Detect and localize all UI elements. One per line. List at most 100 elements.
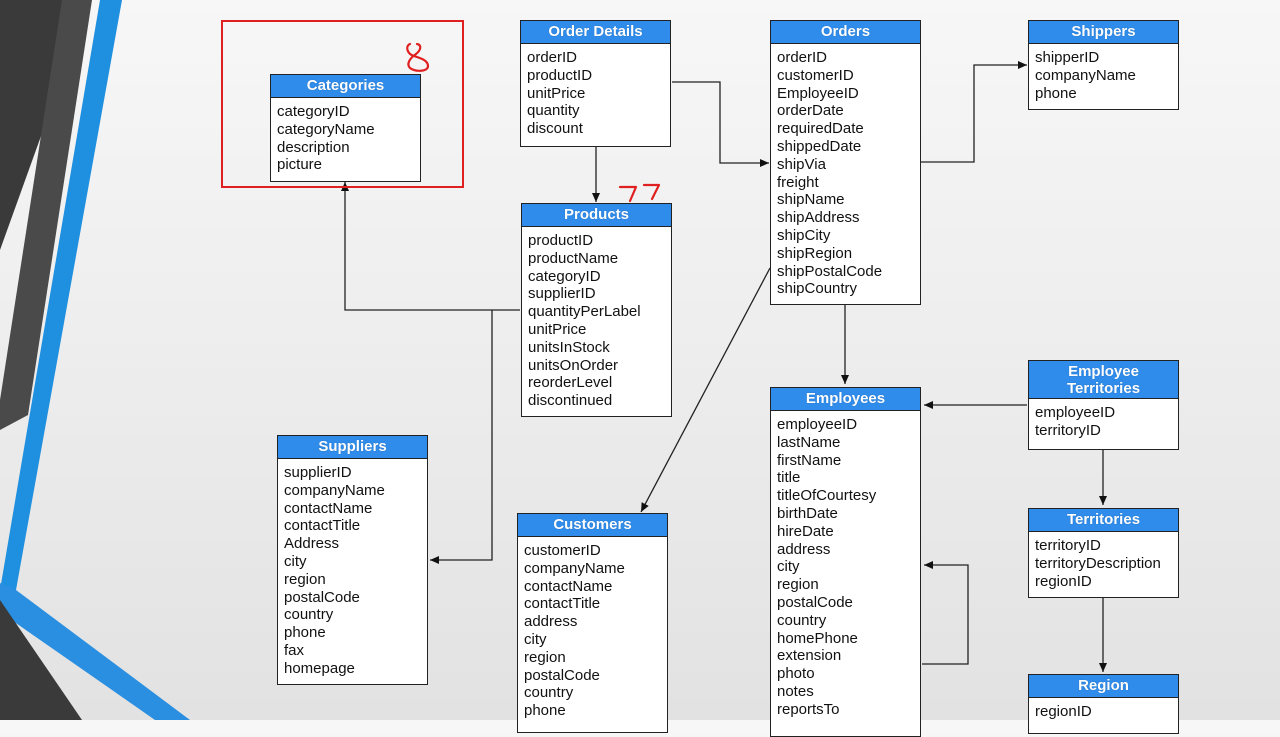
suppliers-field: postalCode xyxy=(284,588,360,606)
shippers-header: Shippers xyxy=(1029,21,1178,44)
employees-header: Employees xyxy=(771,388,920,411)
products-header: Products xyxy=(522,204,671,227)
suppliers-field: country xyxy=(284,606,334,624)
customers-field: city xyxy=(524,630,547,648)
orders-field: shipCity xyxy=(777,226,831,244)
suppliers-field: contactTitle xyxy=(284,517,361,535)
employees-field: address xyxy=(777,540,831,558)
categories-header: Categories xyxy=(271,75,420,98)
employees-field: lastName xyxy=(777,433,841,451)
categories-field: picture xyxy=(277,156,323,174)
slide-decoration xyxy=(0,0,190,720)
products-field: discontinued xyxy=(528,392,613,410)
annotation-eight-mark xyxy=(406,42,430,72)
orders-field: orderID xyxy=(777,49,828,66)
employees-field: extension xyxy=(777,647,842,665)
territories-header: Territories xyxy=(1029,509,1178,532)
region-fields: regionID xyxy=(1029,698,1178,721)
orders-field: shipVia xyxy=(777,155,826,173)
employees-field: homePhone xyxy=(777,629,858,647)
suppliers-field: region xyxy=(284,570,326,588)
shippers-field: shipperID xyxy=(1035,49,1100,66)
categories-highlight-box xyxy=(221,20,464,188)
order-details-field: unitPrice xyxy=(527,84,586,102)
employees-field: firstName xyxy=(777,451,842,469)
suppliers-header: Suppliers xyxy=(278,436,427,459)
orders-header: Orders xyxy=(771,21,920,44)
products-field: quantityPerLabel xyxy=(528,303,641,321)
suppliers-field: phone xyxy=(284,624,326,642)
categories-field: description xyxy=(277,138,350,156)
region-field: regionID xyxy=(1035,703,1092,720)
territories-field: territoryDescription xyxy=(1035,554,1161,572)
customers-field: companyName xyxy=(524,559,625,577)
suppliers-field: city xyxy=(284,552,307,570)
employee-territories-title-line1: Employee xyxy=(1068,363,1139,380)
order-details-field: discount xyxy=(527,120,583,138)
employees-field: photo xyxy=(777,665,815,683)
orders-field: shippedDate xyxy=(777,137,862,155)
orders-field: EmployeeID xyxy=(777,84,859,102)
customers-field: contactTitle xyxy=(524,595,601,613)
suppliers-field: contactName xyxy=(284,499,373,517)
employees-field: titleOfCourtesy xyxy=(777,487,877,505)
relationship-lines xyxy=(221,20,1107,672)
link-employees-self xyxy=(922,561,969,665)
employees-field: postalCode xyxy=(777,593,853,611)
region-header: Region xyxy=(1029,675,1178,698)
employees-field: reportsTo xyxy=(777,700,840,718)
region-table: Region regionID xyxy=(1028,674,1179,734)
orders-field: shipPostalCode xyxy=(777,262,883,280)
orders-field: freight xyxy=(777,173,819,191)
shippers-field: companyName xyxy=(1035,66,1136,84)
products-field: productID xyxy=(528,232,594,249)
employees-field: city xyxy=(777,558,800,576)
employee-territories-field: territoryID xyxy=(1035,421,1101,439)
order-details-field: quantity xyxy=(527,102,580,120)
annotation-seven-two xyxy=(642,183,661,201)
employees-field: birthDate xyxy=(777,504,838,522)
link-orders-customers xyxy=(640,267,771,513)
employees-field: title xyxy=(777,469,801,487)
customers-field: postalCode xyxy=(524,666,600,684)
products-field: unitPrice xyxy=(528,320,587,338)
suppliers-field: fax xyxy=(284,641,305,659)
orders-field: shipAddress xyxy=(777,209,860,227)
employee-territories-title-line2: Territories xyxy=(1066,380,1141,397)
territories-field: regionID xyxy=(1035,572,1092,590)
products-field: categoryID xyxy=(528,267,601,285)
products-field: unitsInStock xyxy=(528,338,610,356)
link-orders-shippers xyxy=(921,61,1027,163)
products-field: reorderLevel xyxy=(528,374,613,392)
link-products-categories xyxy=(341,182,520,311)
orders-field: shipName xyxy=(777,191,845,209)
suppliers-field: companyName xyxy=(284,481,385,499)
customers-field: contactName xyxy=(524,577,613,595)
dark-stripe-band xyxy=(0,0,92,430)
orders-field: orderDate xyxy=(777,102,844,120)
order-details-field: productID xyxy=(527,66,593,84)
products-field: supplierID xyxy=(528,285,596,303)
employee-territories-field: employeeID xyxy=(1035,404,1116,421)
employees-field: employeeID xyxy=(777,416,858,433)
link-products-suppliers xyxy=(430,310,493,564)
employees-field: region xyxy=(777,576,819,594)
products-field: productName xyxy=(528,249,619,267)
employees-field: hireDate xyxy=(777,522,834,540)
